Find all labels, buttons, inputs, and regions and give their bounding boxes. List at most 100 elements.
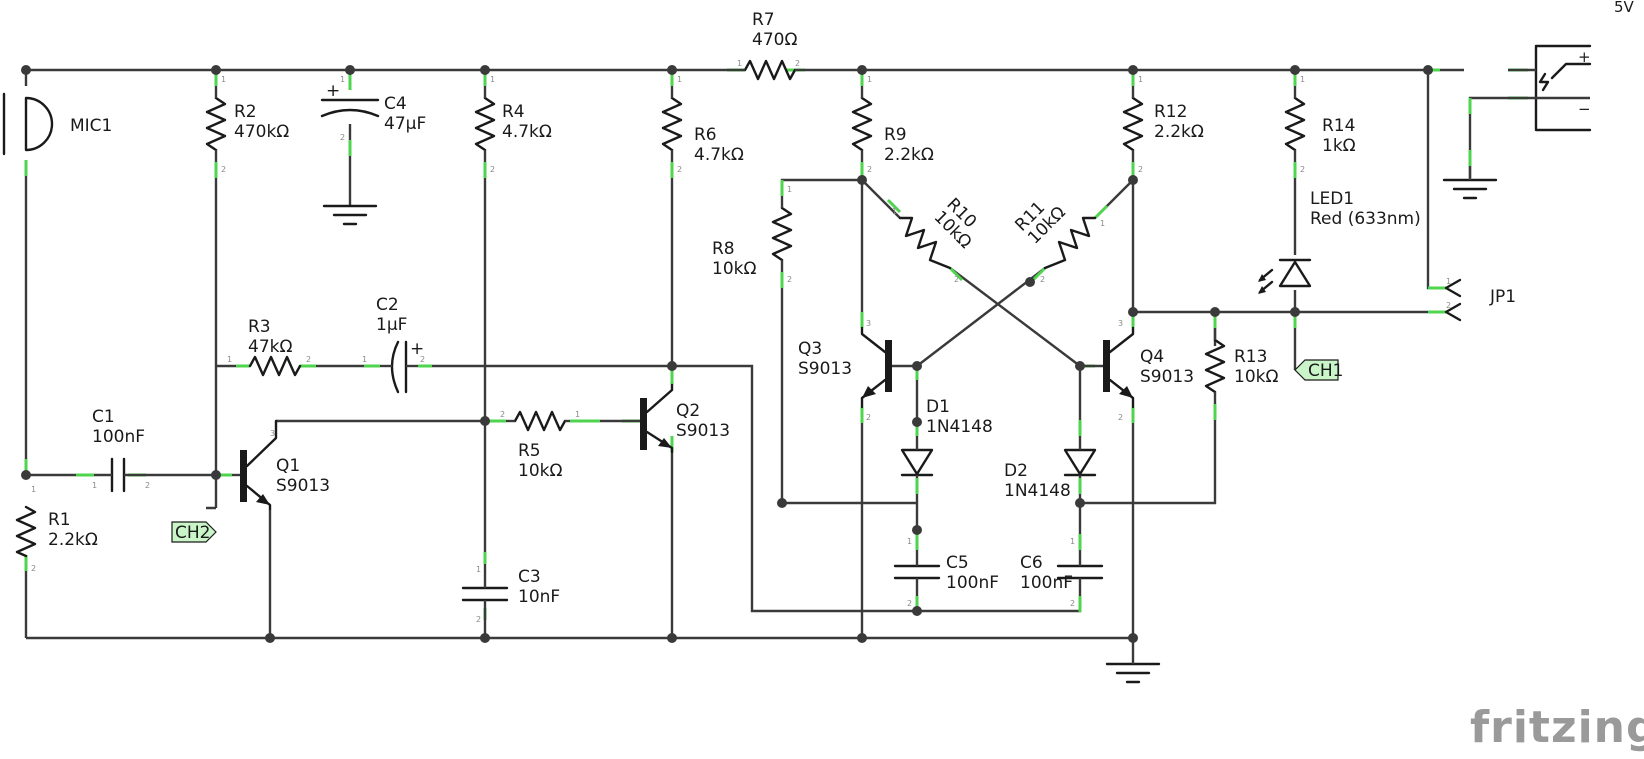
transistor-emitter-arrow — [658, 438, 672, 448]
cap-curved-plate — [390, 340, 400, 394]
r11[interactable]: 1 2 R11 10kΩ — [1011, 190, 1105, 284]
pin-label: 1 — [476, 565, 481, 574]
resistor-r12-symbol — [1122, 96, 1144, 152]
c4[interactable]: + 1 2 C4 47μF — [320, 75, 426, 142]
r7[interactable]: 1 2 R7 470Ω — [715, 10, 805, 81]
r12[interactable]: 1 2 R12 2.2kΩ — [1122, 75, 1204, 174]
pin-label: 2 — [1300, 165, 1305, 174]
cap-curved-plate — [320, 108, 380, 118]
r12-ref: R12 — [1154, 102, 1187, 122]
r3[interactable]: 1 2 R3 47kΩ — [227, 317, 311, 377]
d2-ref: D2 — [1004, 461, 1028, 481]
r8-value: 10kΩ — [712, 259, 756, 279]
polarity-plus: + — [1578, 48, 1591, 66]
q1[interactable]: 3 Q1 S9013 — [232, 419, 330, 511]
r8-ref: R8 — [712, 239, 735, 259]
pin-label: 3 — [1118, 319, 1123, 328]
pin-label: 1 — [340, 75, 345, 84]
pin-label: 2 — [420, 355, 425, 364]
pin-label: 1 — [677, 75, 682, 84]
connector-jp1-symbol — [1444, 278, 1462, 322]
d2-value: 1N4148 — [1004, 481, 1071, 501]
r5-ref: R5 — [518, 441, 541, 461]
r2[interactable]: 1 2 R2 470kΩ — [205, 75, 289, 174]
r9[interactable]: 1 2 R9 2.2kΩ — [851, 75, 934, 174]
d1[interactable]: D1 1N4148 — [900, 397, 993, 478]
pin-label: 1 — [92, 481, 97, 490]
r6[interactable]: 1 2 R6 4.7kΩ — [661, 75, 744, 174]
r13[interactable]: R13 10kΩ — [1204, 328, 1278, 404]
pin-label: 1 — [227, 355, 232, 364]
junction-dots — [21, 65, 1433, 643]
q4-value: S9013 — [1140, 367, 1194, 387]
q1-value: S9013 — [276, 476, 330, 496]
pin-label: 1 — [1100, 219, 1105, 228]
mic1[interactable]: MIC1 — [2, 92, 112, 156]
r5[interactable]: 2 1 R5 10kΩ — [500, 410, 580, 481]
c6-ref: C6 — [1020, 553, 1043, 573]
pin-label: 1 — [575, 410, 580, 419]
jp1-ref: JP1 — [1489, 287, 1516, 307]
pin-label: 2 — [1040, 275, 1045, 284]
resistor-r8-symbol — [771, 206, 793, 262]
probe-flag — [1294, 359, 1339, 381]
q2-value: S9013 — [676, 421, 730, 441]
d2[interactable]: D2 1N4148 — [1004, 436, 1097, 501]
q3-ref: Q3 — [798, 339, 822, 359]
resistor-r3-symbol — [248, 355, 302, 377]
r7-ref: R7 — [752, 10, 775, 30]
r2-value: 470kΩ — [234, 122, 289, 142]
fritzing-logo: fritzing — [1470, 702, 1644, 753]
pin-label: 1 — [1300, 75, 1305, 84]
r8[interactable]: 1 2 R8 10kΩ — [712, 185, 793, 284]
probe-ch2[interactable]: CH2 — [171, 521, 217, 543]
r13-value: 10kΩ — [1234, 367, 1278, 387]
r1[interactable]: 1 2 R1 2.2kΩ — [15, 485, 98, 573]
led1[interactable]: LED1 Red (633nm) — [1258, 189, 1421, 294]
probe-ch1[interactable]: CH1 — [1294, 359, 1343, 381]
c3[interactable]: 1 2 C3 10nF — [461, 564, 560, 624]
transistor-collector — [245, 419, 278, 468]
r3-ref: R3 — [248, 317, 271, 337]
pin-label: 1 — [737, 59, 742, 68]
pin-label: 2 — [1070, 599, 1075, 608]
c6[interactable]: 1 2 C6 100nF — [1020, 537, 1104, 608]
dc-jack-body — [1534, 44, 1592, 132]
probe-ch2-label: CH2 — [175, 523, 210, 543]
r10[interactable]: 1 2 R10 10kΩ — [892, 194, 988, 284]
c5[interactable]: 1 2 C5 100nF — [893, 537, 999, 608]
q1-ref: Q1 — [276, 456, 300, 476]
pin-label: 1 — [787, 185, 792, 194]
pin-label: 2 — [867, 165, 872, 174]
r1-ref: R1 — [48, 510, 71, 530]
q4[interactable]: 3 2 Q4 S9013 — [1080, 319, 1194, 422]
r14-value: 1kΩ — [1322, 136, 1356, 156]
pin-label: 2 — [145, 481, 150, 490]
resistor-r2-symbol — [205, 96, 227, 152]
r4[interactable]: 1 2 R4 4.7kΩ — [474, 75, 552, 174]
pin-label: 1 — [1446, 277, 1451, 286]
c1[interactable]: 1 2 C1 100nF — [92, 407, 150, 493]
led-symbol — [1278, 260, 1312, 288]
transistor-collector — [860, 326, 887, 354]
c5-value: 100nF — [946, 573, 999, 593]
jp1[interactable]: 1 2 JP1 — [1444, 277, 1516, 322]
c3-ref: C3 — [518, 567, 541, 587]
q3[interactable]: 3 2 Q3 S9013 — [798, 319, 917, 422]
pin-label: 3 — [866, 319, 871, 328]
pin-label: 2 — [476, 615, 481, 624]
c2[interactable]: + 1 2 C2 1μF — [362, 295, 425, 394]
c4-ref: C4 — [384, 94, 407, 114]
dc-jack-icon[interactable]: + − — [1508, 44, 1592, 132]
d1-ref: D1 — [926, 397, 950, 417]
pin-label: 2 — [795, 59, 800, 68]
r14[interactable]: 1 2 R14 1kΩ — [1284, 75, 1356, 174]
pin-label: 2 — [31, 564, 36, 573]
transistor-base-bar — [1103, 340, 1110, 392]
q2[interactable]: Q2 S9013 — [622, 383, 730, 454]
pin-label: 1 — [867, 75, 872, 84]
c5-ref: C5 — [946, 553, 969, 573]
transistor-base-bar — [640, 398, 647, 450]
c2-value: 1μF — [376, 315, 407, 335]
